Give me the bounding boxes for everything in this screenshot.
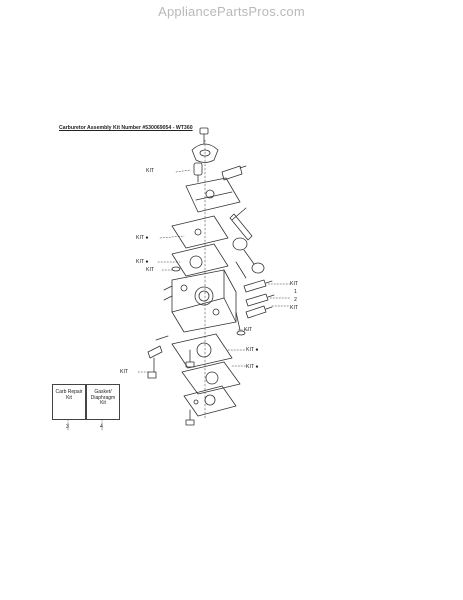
needle-valve [193, 162, 203, 183]
callout-kit: KIT [146, 168, 155, 174]
side-screw [185, 349, 195, 368]
kit-number: 4 [100, 424, 103, 430]
callout-kit: KIT [146, 267, 155, 273]
pump-cover [191, 143, 219, 163]
callout-kit: KIT [290, 281, 299, 287]
carb-repair-kit-box: Carb Repair Kit [52, 384, 86, 420]
kit-label: Carb Repair Kit [55, 389, 83, 401]
adjusting-needles [243, 279, 275, 319]
callout-kit: KIT ● [136, 259, 149, 265]
small-washer [171, 266, 181, 272]
watermark: AppliancePartsPros.com [158, 4, 305, 19]
diagram-title: Carburetor Assembly Kit Number #53006905… [59, 125, 193, 131]
top-screw [199, 127, 209, 145]
left-small-parts [147, 335, 169, 379]
gasket-diaphragm-kit-box: Gasket/ Diaphragm Kit [86, 384, 120, 420]
diaphragm-lower [181, 361, 241, 395]
fuel-fitting [221, 165, 247, 181]
throttle-lever [229, 207, 265, 279]
limiter-cap [235, 311, 246, 336]
kit-label: Gasket/ Diaphragm Kit [90, 389, 116, 407]
lever-plate [185, 177, 241, 213]
callout-kit: KIT [120, 369, 129, 375]
callout-number: 1 [294, 289, 297, 295]
kit-number: 3 [66, 424, 69, 430]
callout-kit: KIT [244, 327, 253, 333]
carburetor-body [163, 269, 237, 333]
callout-kit: KIT [290, 305, 299, 311]
pump-cover-lower [183, 385, 237, 417]
gasket-lower [171, 333, 233, 369]
callout-kit: KIT ● [136, 235, 149, 241]
callout-number: 2 [294, 297, 297, 303]
diaphragm-upper [171, 243, 229, 277]
bottom-screw [185, 409, 195, 426]
callout-kit: KIT ● [246, 364, 259, 370]
leader-lines [67, 169, 291, 431]
callout-kit: KIT ● [246, 347, 259, 353]
gasket-upper [171, 215, 229, 249]
